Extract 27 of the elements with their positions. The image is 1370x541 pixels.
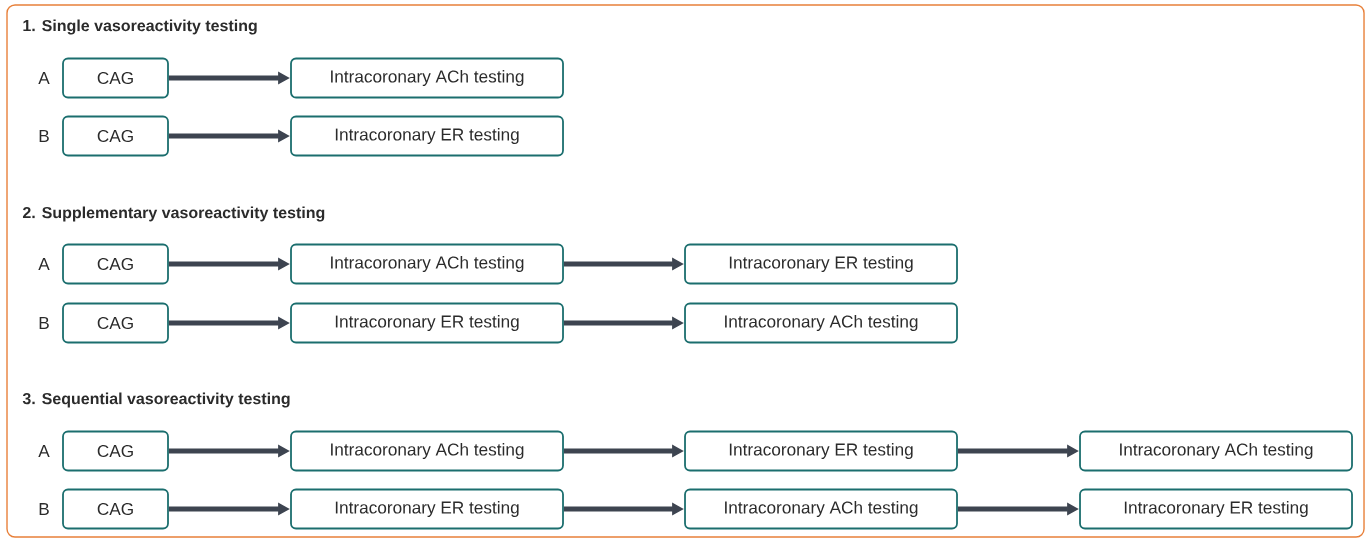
process-box: Intracoronary ACh testing (290, 243, 564, 285)
process-box: Intracoronary ACh testing (684, 302, 958, 344)
process-box: Intracoronary ACh testing (290, 57, 564, 99)
section-heading: 3. Sequential vasoreactivity testing (22, 392, 290, 408)
process-box: CAG (62, 57, 169, 99)
row-label: B (39, 317, 49, 329)
process-box: Intracoronary ACh testing (290, 430, 564, 472)
process-box: Intracoronary ER testing (290, 488, 564, 530)
process-box: Intracoronary ER testing (290, 115, 564, 157)
section-heading: 1. Single vasoreactivity testing (23, 19, 257, 35)
process-box: Intracoronary ER testing (684, 243, 958, 285)
row-label: A (38, 258, 50, 270)
process-box: Intracoronary ACh testing (1079, 430, 1353, 472)
section-heading: 2. Supplementary vasoreactivity testing (22, 206, 325, 222)
process-box: Intracoronary ACh testing (684, 488, 958, 530)
process-box: Intracoronary ER testing (1079, 488, 1353, 530)
process-box: Intracoronary ER testing (684, 430, 958, 472)
row-label: A (38, 72, 50, 84)
process-box: CAG (62, 302, 169, 344)
process-box: CAG (62, 243, 169, 285)
row-label: B (39, 503, 49, 515)
process-box: CAG (62, 115, 169, 157)
process-box: CAG (62, 430, 169, 472)
row-label: A (38, 445, 50, 457)
row-label: B (39, 130, 49, 142)
process-box: Intracoronary ER testing (290, 302, 564, 344)
process-box: CAG (62, 488, 169, 530)
